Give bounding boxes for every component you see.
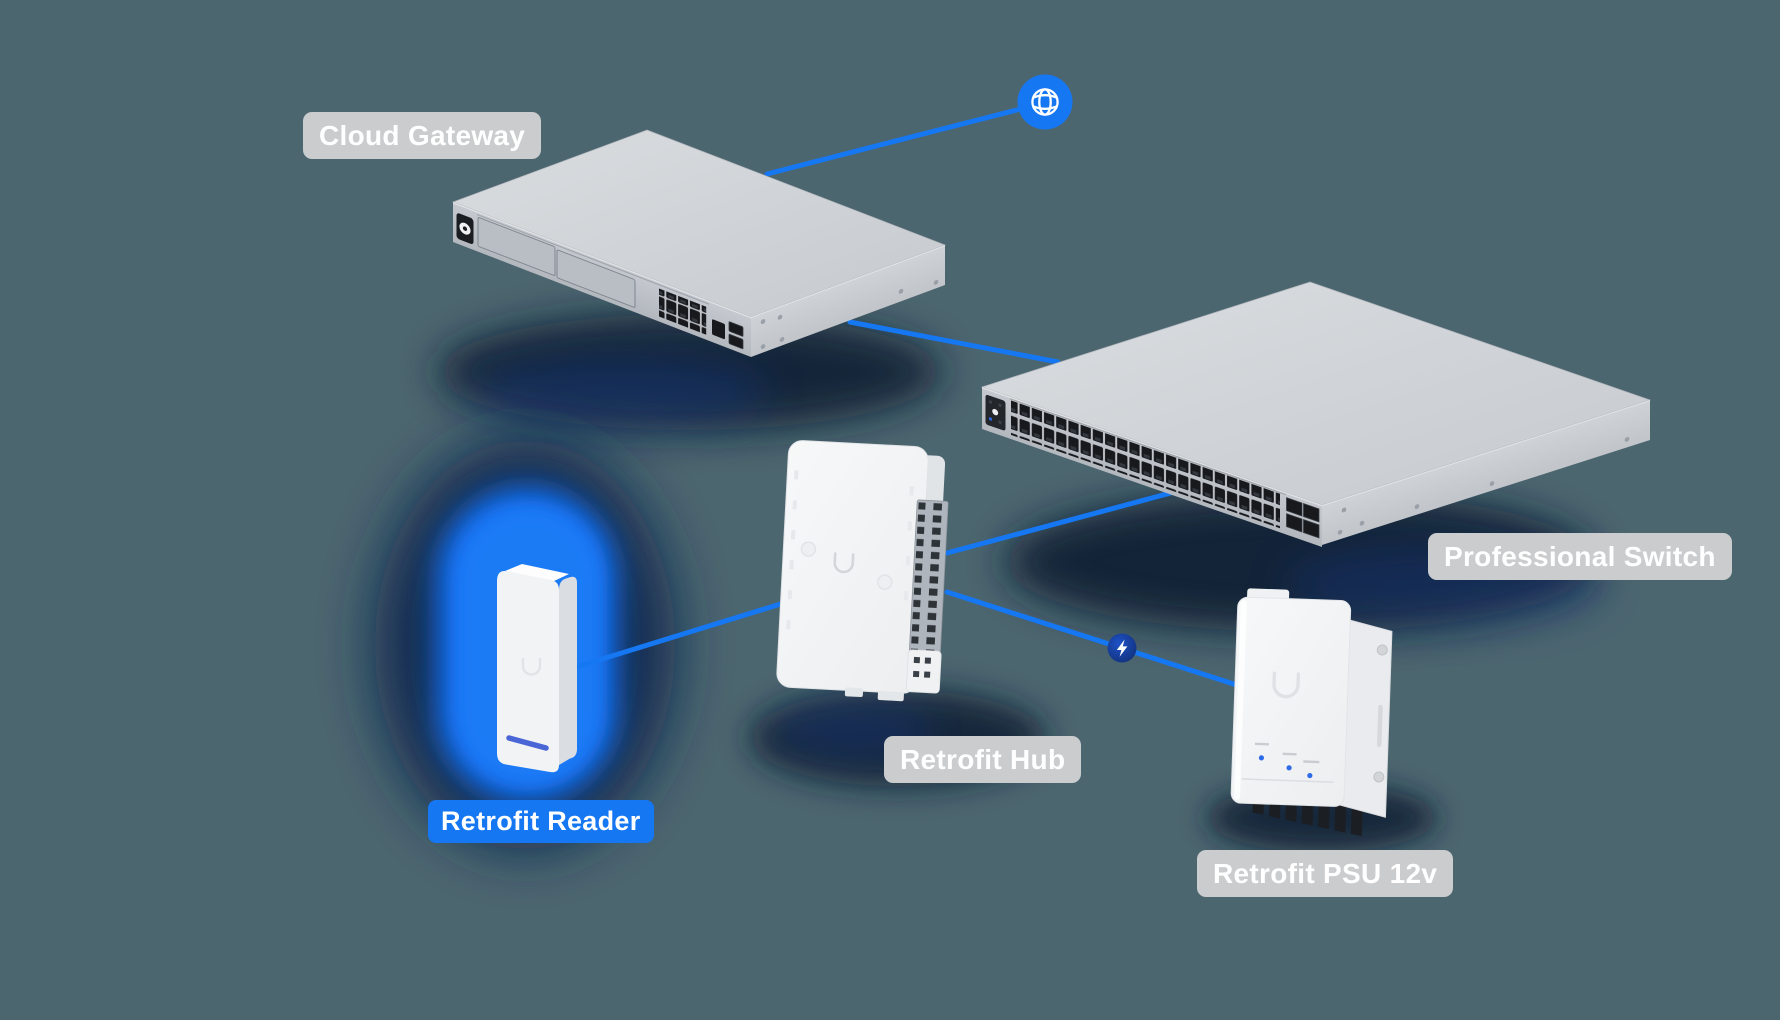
label-professional-switch[interactable]: Professional Switch: [1428, 533, 1732, 580]
connection-gateway-switch: [847, 319, 1061, 365]
label-retrofit-reader-text: Retrofit Reader: [441, 806, 641, 836]
hub-terminal-block: [906, 499, 949, 694]
label-retrofit-psu-text: Retrofit PSU 12v: [1213, 857, 1438, 889]
lightning-icon: [1107, 633, 1137, 663]
label-cloud-gateway[interactable]: Cloud Gateway: [303, 112, 542, 159]
device-retrofit-hub[interactable]: [776, 440, 949, 703]
label-retrofit-psu[interactable]: Retrofit PSU 12v: [1197, 850, 1454, 897]
label-retrofit-hub-text: Retrofit Hub: [900, 743, 1066, 775]
connection-hub-psu: [944, 589, 1246, 690]
connection-reader-hub: [557, 595, 803, 675]
label-retrofit-reader[interactable]: Retrofit Reader: [428, 800, 654, 843]
reader-status-bar: [506, 735, 549, 751]
connection-internet-gateway: [764, 101, 1043, 177]
globe-icon: [1017, 74, 1073, 130]
label-professional-switch-text: Professional Switch: [1444, 540, 1716, 572]
label-cloud-gateway-text: Cloud Gateway: [319, 119, 526, 151]
label-retrofit-hub[interactable]: Retrofit Hub: [884, 736, 1082, 783]
device-retrofit-psu[interactable]: [1230, 588, 1393, 837]
device-professional-switch[interactable]: [980, 281, 1652, 547]
connection-switch-hub: [944, 488, 1181, 556]
device-cloud-gateway[interactable]: [452, 129, 946, 358]
device-retrofit-reader[interactable]: [497, 564, 577, 773]
